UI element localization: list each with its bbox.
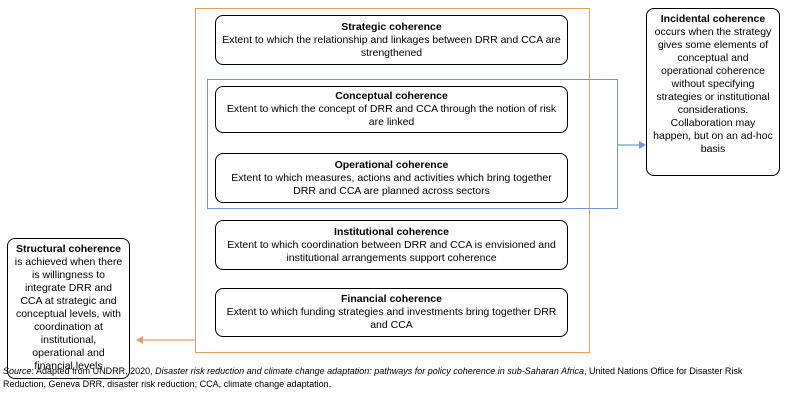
operational-coherence-box: Operational coherence Extent to which me… [215, 153, 568, 203]
structural-coherence-box: Structural coherence is achieved when th… [7, 238, 130, 379]
conceptual-coherence-box: Conceptual coherence Extent to which the… [215, 86, 568, 133]
incidental-frame [207, 79, 618, 209]
box-description: is achieved when there is willingness to… [14, 256, 123, 372]
source-caption: Source: Adapted from UNDRR, 2020, Disast… [3, 365, 785, 391]
source-label: Source [3, 366, 32, 376]
financial-coherence-box: Financial coherence Extent to which fund… [215, 288, 568, 337]
abbreviations-note: DRR, disaster risk reduction; CCA, clima… [82, 379, 332, 389]
box-description: Extent to which the concept of DRR and C… [226, 103, 557, 128]
box-title: Structural coherence [15, 243, 122, 255]
source-text: : Adapted from UNDRR, 2020, [31, 366, 156, 376]
box-title: Conceptual coherence [335, 90, 448, 102]
source-publisher: , United Nations Office for Disaster Ris… [3, 366, 743, 389]
structural-frame [195, 8, 590, 353]
source-title: Disaster risk reduction and climate chan… [155, 366, 584, 376]
box-description: occurs when the strategy gives some elem… [653, 26, 773, 155]
incidental-arrow [618, 141, 646, 149]
box-title: Institutional coherence [334, 225, 449, 238]
strategic-coherence-box: Strategic coherence Extent to which the … [215, 15, 568, 65]
box-description: Extent to which coordination between DRR… [227, 238, 556, 264]
box-title: Strategic coherence [341, 20, 442, 33]
box-title: Financial coherence [341, 293, 442, 305]
box-description: Extent to which the relationship and lin… [222, 33, 561, 59]
structural-arrow [136, 336, 195, 344]
box-description: Extent to which measures, actions and ac… [231, 171, 552, 197]
box-title: Incidental coherence [660, 13, 766, 25]
incidental-coherence-box: Incidental coherence occurs when the str… [646, 8, 780, 176]
institutional-coherence-box: Institutional coherence Extent to which … [215, 220, 568, 270]
box-description: Extent to which funding strategies and i… [226, 306, 557, 331]
box-title: Operational coherence [334, 158, 449, 171]
